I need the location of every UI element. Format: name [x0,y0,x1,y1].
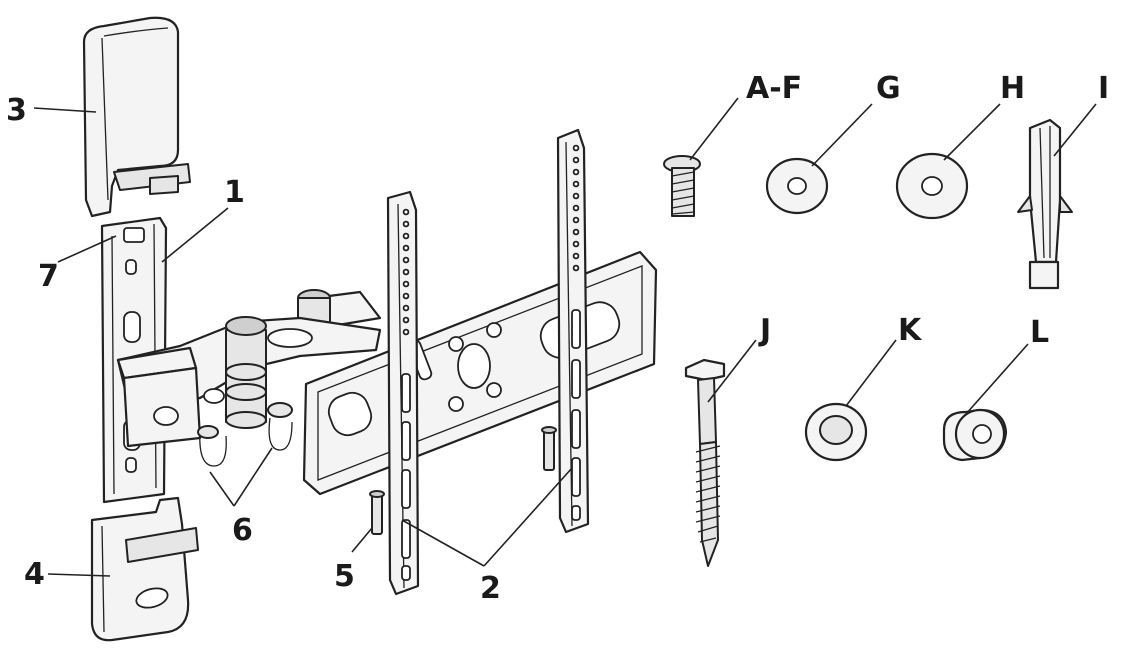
label-k: K [898,313,923,348]
hardware-g-washer [765,157,829,215]
part-2-right-rail [556,128,590,534]
label-7: 7 [38,259,59,294]
label-l: L [1030,315,1049,350]
hardware-j-lag-bolt [684,358,726,567]
hardware-l-spacer [942,408,1008,462]
label-5: 5 [334,559,355,594]
part-2-left-rail [386,190,420,596]
part-4-bottom-cover [90,496,199,642]
part-5-safety-bolt [369,426,557,535]
label-3: 3 [6,93,27,128]
hardware-af-screw [663,155,701,217]
hardware-i-anchor [1017,118,1073,290]
label-6: 6 [232,513,253,548]
part-3-top-cover [82,16,191,218]
rail-holes-right [572,144,580,272]
rail-holes-left [402,208,410,336]
label-2: 2 [480,571,501,606]
label-1: 1 [224,175,245,210]
leader-lines [33,97,1097,577]
label-a-f: A-F [746,71,802,106]
part-labels: 3 1 7 4 6 5 2 A-F G H I J K L [6,71,1109,606]
tv-mounting-plate [302,250,658,496]
hardware-h-washer [895,152,969,220]
label-g: G [876,71,901,106]
label-4: 4 [24,557,45,592]
label-j: J [758,313,771,348]
label-i: I [1098,71,1109,106]
hardware-k-spacer [804,402,868,462]
swing-arm-assembly [116,289,382,467]
label-h: H [1000,71,1025,106]
